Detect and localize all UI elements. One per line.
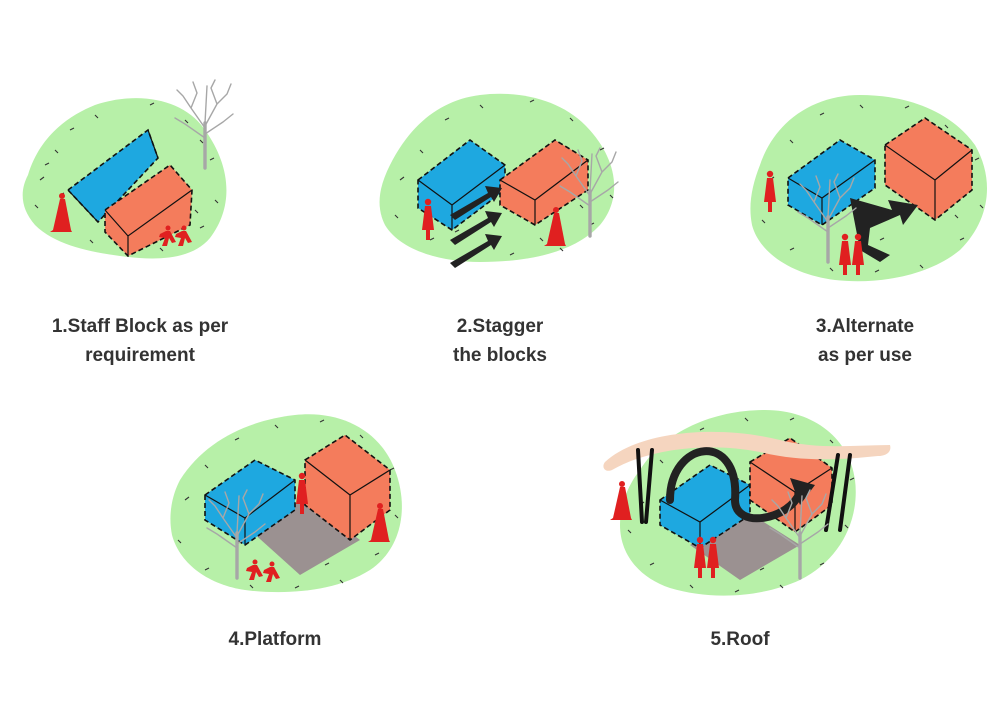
caption-line: 1.Staff Block as per <box>51 316 229 337</box>
roof-supports <box>636 448 852 532</box>
roof-band <box>603 431 891 471</box>
panel-1 <box>22 78 235 259</box>
caption-line: 2.Stagger <box>456 316 544 337</box>
caption-line: the blocks <box>453 345 547 366</box>
caption-line: 5.Roof <box>710 629 770 650</box>
caption-line: 3.Alternate <box>815 316 915 337</box>
step-caption-3: 3.Alternate as per use <box>765 312 965 370</box>
stagger-arrows <box>450 186 502 268</box>
panel-5 <box>603 410 891 596</box>
panel-2 <box>379 93 620 268</box>
blue-block <box>66 128 159 224</box>
caption-line: as per use <box>818 345 912 366</box>
caption-line: 4.Platform <box>228 629 322 650</box>
orange-block <box>749 437 833 533</box>
panel-4 <box>170 414 402 593</box>
blue-block <box>659 464 751 549</box>
step-caption-5: 5.Roof <box>640 625 840 654</box>
panel-3 <box>750 95 987 282</box>
orange-block <box>884 117 973 222</box>
orange-block <box>304 434 391 542</box>
step-caption-1: 1.Staff Block as per requirement <box>10 312 270 370</box>
blue-block <box>787 139 876 226</box>
grass-ticks <box>177 419 399 589</box>
caption-line: requirement <box>85 345 195 366</box>
alternate-arrow <box>850 198 918 262</box>
roof-arrow <box>666 447 804 523</box>
blue-block <box>417 139 506 231</box>
roof-arrow-head <box>790 478 815 505</box>
step-caption-2: 2.Stagger the blocks <box>400 312 600 370</box>
step-caption-4: 4.Platform <box>175 625 375 654</box>
